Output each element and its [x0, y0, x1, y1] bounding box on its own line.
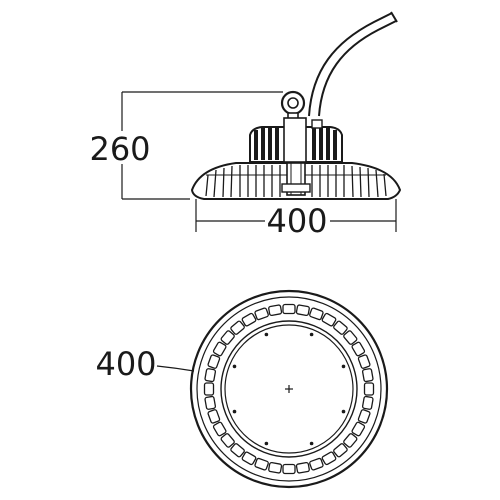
vent-slot	[357, 354, 371, 369]
driver-housing	[249, 117, 343, 163]
screw-holes	[232, 332, 346, 446]
vent-slot	[241, 451, 257, 466]
bottom-view	[156, 289, 389, 489]
vent-slot	[207, 354, 221, 369]
vent-slot	[282, 303, 296, 315]
vent-slot	[363, 382, 375, 396]
width-label: 400	[266, 202, 327, 240]
diameter-label: 400	[95, 345, 156, 383]
height-label: 260	[89, 130, 150, 168]
width-dimension	[195, 199, 397, 232]
screw-hole	[264, 332, 269, 337]
side-view	[121, 11, 402, 232]
screw-hole	[232, 364, 237, 369]
vent-slot	[295, 304, 310, 317]
vent-slot	[321, 451, 337, 466]
center-mark	[285, 385, 293, 393]
vent-slot	[203, 382, 215, 396]
diameter-leader-line	[156, 365, 195, 372]
screw-hole	[232, 409, 237, 414]
vent-slot	[321, 312, 337, 327]
outer-rim	[189, 289, 389, 489]
height-dimension	[121, 91, 283, 200]
vent-slot	[204, 395, 217, 410]
vent-slot	[241, 312, 257, 327]
screw-hole	[264, 441, 269, 446]
vent-slot	[357, 409, 371, 424]
vent-slot	[309, 307, 324, 321]
screw-hole	[341, 409, 346, 414]
heatsink-body	[190, 162, 402, 200]
screw-hole	[341, 364, 346, 369]
lens-ring-outer	[220, 320, 358, 458]
vent-slot	[207, 409, 221, 424]
outer-rim-inner	[196, 296, 382, 482]
vent-slot	[212, 341, 227, 357]
vent-slot	[204, 368, 217, 383]
vent-slot	[220, 433, 235, 448]
vent-slot	[254, 457, 269, 471]
vent-slot	[361, 395, 374, 410]
vent-slot	[282, 463, 296, 475]
vent-slot	[333, 443, 348, 458]
vent-slot-ring	[203, 303, 375, 475]
vent-slot	[230, 320, 245, 335]
vent-slot	[351, 421, 366, 437]
lens-ring-inner	[224, 324, 354, 454]
vent-slot	[343, 330, 358, 345]
screw-hole	[309, 332, 314, 337]
vent-slot	[268, 461, 283, 474]
vent-slot	[254, 307, 269, 321]
vent-slot	[309, 457, 324, 471]
vent-slot	[361, 368, 374, 383]
vent-slot	[333, 320, 348, 335]
vent-slot	[351, 341, 366, 357]
power-cable	[308, 11, 398, 117]
vent-slot	[268, 304, 283, 317]
vent-slot	[343, 433, 358, 448]
vent-slot	[220, 330, 235, 345]
vent-slot	[295, 461, 310, 474]
screw-hole	[309, 441, 314, 446]
vent-slot	[212, 421, 227, 437]
vent-slot	[230, 443, 245, 458]
driver-fins	[254, 128, 337, 160]
heatsink-fins	[205, 165, 387, 198]
